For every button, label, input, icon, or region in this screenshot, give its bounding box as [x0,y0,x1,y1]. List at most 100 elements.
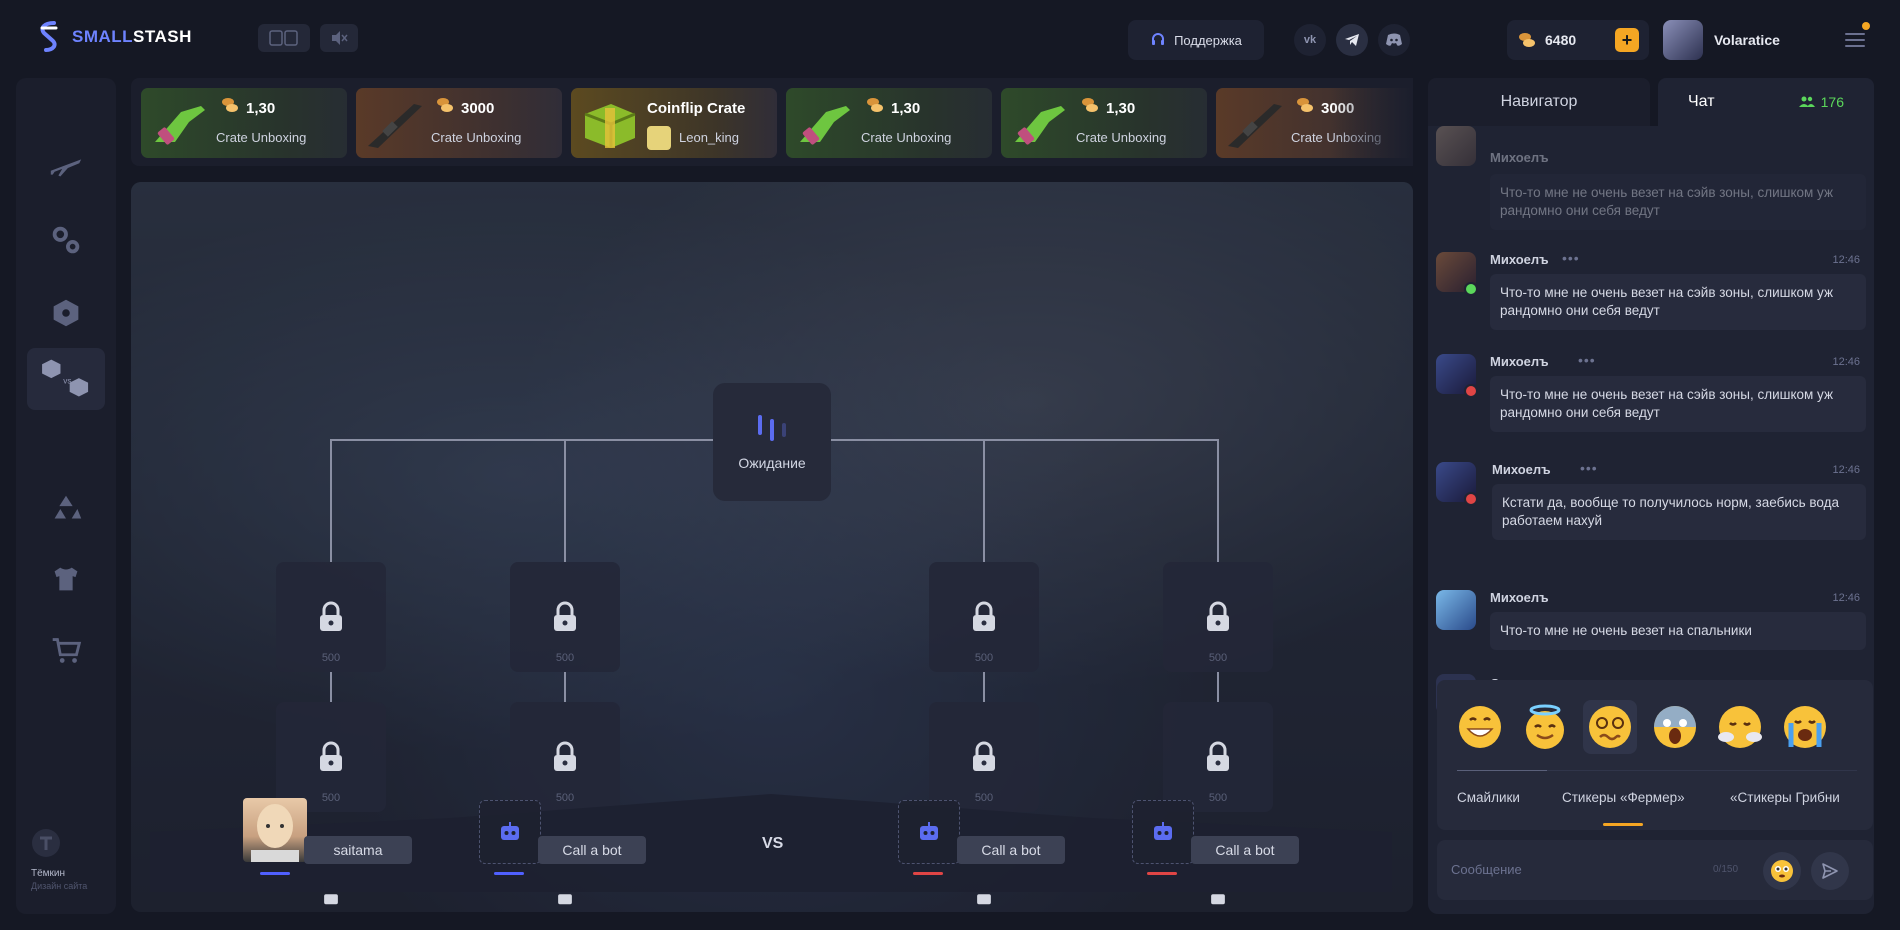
send-message-button[interactable] [1811,852,1849,890]
lock-icon [554,741,576,771]
lock-icon [554,601,576,631]
dizzy-face-icon [1589,706,1631,748]
team-blue-indicator [260,872,290,875]
call-bot-button[interactable]: Call a bot [538,836,646,864]
live-drop-item[interactable]: 1,30 Crate Unboxing [1001,88,1207,158]
robot-icon [1154,822,1172,840]
message-input[interactable]: Сообщение [1451,862,1522,877]
call-bot-button[interactable]: Call a bot [1191,836,1299,864]
live-drop-item[interactable]: 1,30 Crate Unboxing [141,88,347,158]
rifle-icon [1228,104,1282,148]
locked-case-slot: 500 [1163,562,1273,672]
menu-icon[interactable] [1843,28,1867,52]
emoji-scream[interactable] [1648,700,1702,754]
user-profile[interactable]: Volaratice [1663,20,1780,60]
support-button[interactable]: Поддержка [1128,20,1264,60]
sidebar-item-skins[interactable] [27,550,105,608]
logo-icon [40,21,58,52]
logo[interactable]: SMALLSTASH [36,20,192,54]
notification-dot [1862,22,1870,30]
online-status-icon [1464,282,1478,296]
gears-icon [52,226,80,254]
vs-bar [150,794,1392,892]
tab-navigator[interactable]: Навигатор [1428,78,1650,126]
vk-button[interactable]: vk [1294,24,1326,56]
drop-value: 1,30 [1106,100,1136,117]
more-options-icon[interactable]: ••• [1580,460,1598,476]
mute-sound-button[interactable] [320,24,358,52]
emoji-steam[interactable] [1713,700,1767,754]
add-funds-button[interactable]: + [1615,28,1639,52]
drop-value: 3000 [461,100,495,117]
revolver-icon [1015,106,1065,145]
support-label: Поддержка [1174,32,1242,48]
discord-button[interactable] [1378,24,1410,56]
sidebar-item-recycle[interactable] [27,480,105,538]
language-toggle-button[interactable] [258,24,310,52]
char-counter: 0/150 [1713,864,1739,875]
sidebar-item-case-battle[interactable]: vs [27,348,105,410]
triumph-face-icon [1718,706,1762,748]
chat-text: Кстати да, вообще то получилось норм, за… [1492,484,1866,540]
language-icon [269,30,298,46]
lock-icon [558,894,572,905]
telegram-button[interactable] [1336,24,1368,56]
drop-value: 1,30 [891,100,921,117]
more-options-icon[interactable]: ••• [1562,250,1580,266]
call-bot-slot[interactable] [479,800,541,864]
lock-icon [324,894,338,905]
more-options-icon[interactable]: ••• [1578,352,1596,368]
slot-price: 500 [555,792,575,804]
discord-icon [1386,33,1402,46]
emoji-halo[interactable] [1518,700,1572,754]
emoji-tab-mushroom-stickers[interactable]: «Стикеры Грибни [1730,790,1840,805]
coin-icon [222,98,238,112]
robot-icon [920,822,938,840]
sidebar-item-airdrop[interactable] [27,138,105,196]
sidebar-item-upgrade[interactable] [27,211,105,269]
robot-icon [501,822,519,840]
live-drops-bar: 1,30 Crate Unboxing 3000 Crate Unboxing … [131,78,1413,166]
author-logo-icon [32,829,60,857]
lock-icon [1211,894,1225,905]
call-bot-slot[interactable] [898,800,960,864]
emoji-tab-active-indicator [1603,823,1643,826]
tab-chat-label: Чат [1688,93,1715,110]
emoji-crying[interactable] [1778,700,1832,754]
balance-widget[interactable]: 6480 + [1507,20,1649,60]
emoji-picker-button[interactable] [1763,852,1801,890]
live-status-icon [1464,384,1478,398]
screaming-face-icon [1654,706,1696,748]
chat-timestamp: 12:46 [1832,464,1860,476]
drop-subtitle: Crate Unboxing [861,130,952,145]
left-sidebar: vs [16,78,116,914]
call-bot-slot[interactable] [1132,800,1194,864]
emoji-grin[interactable] [1453,700,1507,754]
drop-value: Coinflip Crate [647,100,746,117]
call-bot-button[interactable]: Call a bot [957,836,1065,864]
author-role: Дизайн сайта [31,881,88,891]
emoji-dizzy[interactable] [1583,700,1637,754]
divider [1457,770,1857,771]
lock-icon [320,741,342,771]
chat-timestamp: 12:46 [1832,254,1860,266]
live-drop-item[interactable]: Coinflip Crate Leon_king [571,88,777,158]
flushed-face-icon [1771,860,1793,882]
sidebar-item-cases[interactable] [27,284,105,342]
tab-chat[interactable]: Чат 176 [1658,78,1874,126]
live-drop-item[interactable]: 1,30 Crate Unboxing [786,88,992,158]
emoji-tab-smileys[interactable]: Смайлики [1457,790,1520,805]
tshirt-icon [54,567,78,591]
locked-case-slot: 500 [1163,702,1273,812]
rifle-icon [368,104,422,148]
author-credit[interactable]: Тёмкин Дизайн сайта [31,868,87,891]
coin-icon [867,98,883,112]
live-drop-item[interactable]: 3000 Crate Unboxing [356,88,562,158]
emoji-tab-farmer-stickers[interactable]: Стикеры «Фермер» [1562,790,1685,805]
lock-icon [320,601,342,631]
sidebar-item-shop[interactable] [27,621,105,679]
bracket-lines [330,439,1219,702]
drop-subtitle: Crate Unboxing [1076,130,1167,145]
chat-username: Михоелъ [1490,590,1549,605]
chat-input-box: Сообщение 0/150 [1437,840,1873,900]
